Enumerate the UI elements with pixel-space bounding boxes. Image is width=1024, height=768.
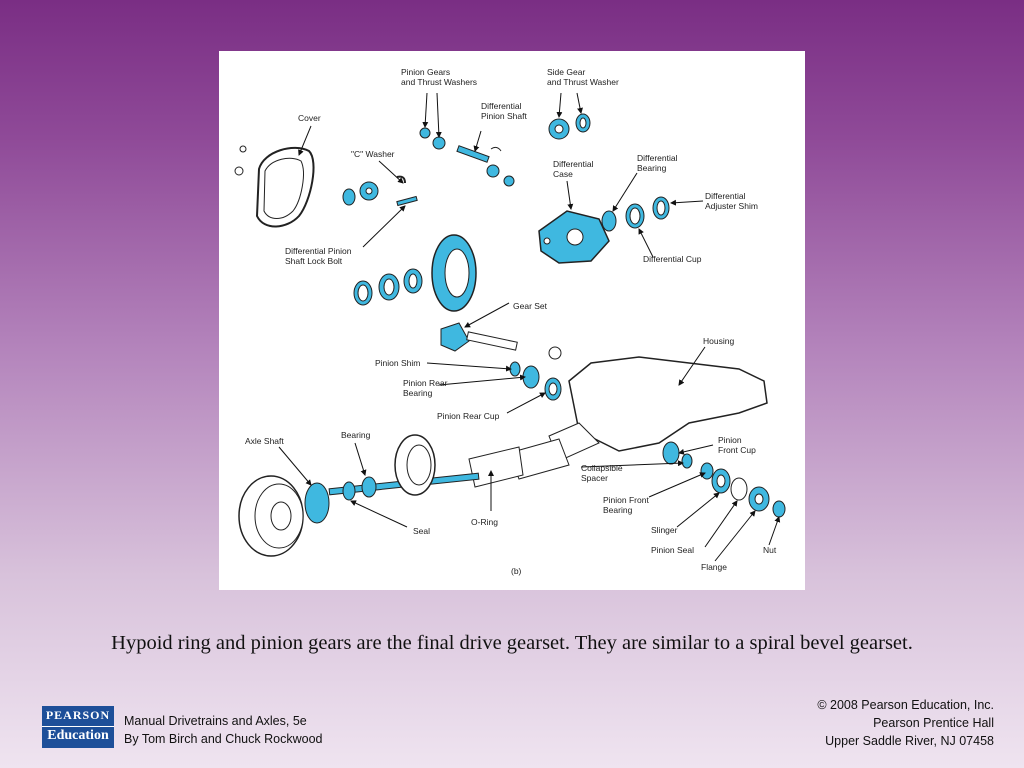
book-authors: By Tom Birch and Chuck Rockwood bbox=[124, 732, 323, 746]
label-pinion-rear-bearing-2: Bearing bbox=[403, 388, 433, 398]
location-line: Upper Saddle River, NJ 07458 bbox=[825, 734, 994, 748]
label-pinion-gears-2: and Thrust Washers bbox=[401, 77, 477, 87]
differential-bearing-part bbox=[601, 196, 670, 232]
differential-case-part bbox=[538, 210, 610, 264]
label-diff-cup: Differential Cup bbox=[643, 254, 702, 264]
label-flange: Flange bbox=[701, 562, 727, 572]
ring-gear-part bbox=[431, 234, 477, 312]
backing-plate-part bbox=[394, 434, 436, 496]
label-collapsible-spacer-1: Collapsible bbox=[581, 463, 623, 473]
label-diff-adjuster-shim-2: Adjuster Shim bbox=[705, 201, 758, 211]
label-pinion-front-bearing-2: Bearing bbox=[603, 505, 633, 515]
leader-lines bbox=[278, 92, 781, 562]
axle-flange-part bbox=[304, 476, 377, 524]
copyright-line: © 2008 Pearson Education, Inc. bbox=[817, 698, 994, 712]
label-axle-shaft: Axle Shaft bbox=[245, 436, 284, 446]
label-pinion-gears-1: Pinion Gears bbox=[401, 67, 450, 77]
copyright-info: © 2008 Pearson Education, Inc. Pearson P… bbox=[817, 696, 994, 750]
diagram-svg: Pinion Gears and Thrust Washers Side Gea… bbox=[234, 67, 786, 576]
side-gear-part bbox=[548, 113, 591, 140]
label-seal: Seal bbox=[413, 526, 430, 536]
label-diff-bearing-1: Differential bbox=[637, 153, 678, 163]
cover-part bbox=[234, 145, 315, 228]
c-washer-part bbox=[342, 175, 418, 207]
label-side-gear-1: Side Gear bbox=[547, 67, 585, 77]
label-diff-case-1: Differential bbox=[553, 159, 594, 169]
label-slinger: Slinger bbox=[651, 525, 678, 535]
label-o-ring: O-Ring bbox=[471, 517, 498, 527]
label-housing: Housing bbox=[703, 336, 734, 346]
brake-drum-part bbox=[238, 475, 304, 557]
label-pinion-rear-cup: Pinion Rear Cup bbox=[437, 411, 500, 421]
logo-bottom-text: Education bbox=[47, 728, 109, 743]
publisher-line: Pearson Prentice Hall bbox=[873, 716, 994, 730]
label-lock-bolt-2: Shaft Lock Bolt bbox=[285, 256, 343, 266]
label-nut: Nut bbox=[763, 545, 777, 555]
label-collapsible-spacer-2: Spacer bbox=[581, 473, 608, 483]
book-info: Manual Drivetrains and Axles, 5e By Tom … bbox=[124, 712, 322, 748]
label-cover: Cover bbox=[298, 113, 321, 123]
logo-divider bbox=[42, 726, 114, 727]
label-pinion-seal: Pinion Seal bbox=[651, 545, 694, 555]
pinion-gear-part bbox=[440, 322, 518, 352]
pearson-logo: PEARSON Education bbox=[42, 706, 114, 748]
label-lock-bolt-1: Differential Pinion bbox=[285, 246, 352, 256]
label-c-washer: "C" Washer bbox=[351, 149, 395, 159]
label-panel-b: (b) bbox=[511, 566, 522, 576]
label-pinion-rear-bearing-1: Pinion Rear bbox=[403, 378, 448, 388]
diff-cup-rings-part bbox=[353, 268, 423, 306]
label-pinion-front-cup-1: Pinion bbox=[718, 435, 742, 445]
label-pinion-shim: Pinion Shim bbox=[375, 358, 420, 368]
label-pinion-front-bearing-1: Pinion Front bbox=[603, 495, 649, 505]
label-diff-case-2: Case bbox=[553, 169, 573, 179]
front-pinion-parts bbox=[662, 441, 786, 518]
pinion-gears-part bbox=[419, 127, 515, 187]
label-side-gear-2: and Thrust Washer bbox=[547, 77, 619, 87]
logo-top-text: PEARSON bbox=[45, 708, 111, 722]
pinion-bearings-part bbox=[509, 361, 562, 401]
exploded-axle-diagram: Pinion Gears and Thrust Washers Side Gea… bbox=[219, 51, 805, 590]
label-gear-set: Gear Set bbox=[513, 301, 548, 311]
label-diff-pinion-shaft-1: Differential bbox=[481, 101, 522, 111]
label-bearing: Bearing bbox=[341, 430, 371, 440]
slide-caption: Hypoid ring and pinion gears are the fin… bbox=[111, 632, 913, 654]
label-pinion-front-cup-2: Front Cup bbox=[718, 445, 756, 455]
label-diff-bearing-2: Bearing bbox=[637, 163, 667, 173]
housing-part bbox=[468, 346, 768, 488]
label-diff-adjuster-shim-1: Differential bbox=[705, 191, 746, 201]
diff-pinion-shaft-part bbox=[456, 145, 502, 163]
label-diff-pinion-shaft-2: Pinion Shaft bbox=[481, 111, 527, 121]
book-title: Manual Drivetrains and Axles, 5e bbox=[124, 714, 307, 728]
